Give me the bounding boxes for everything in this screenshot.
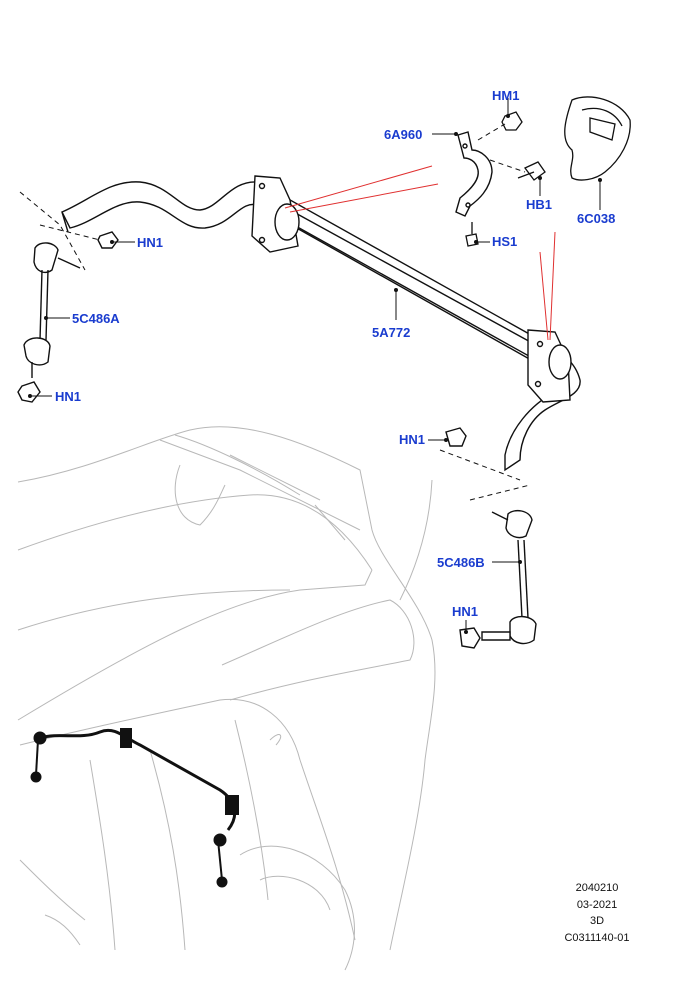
- left-bushing-bracket: [251, 175, 300, 253]
- callout-5a772: 5A772: [372, 325, 411, 340]
- callout-hn1-bottom: HN1: [452, 604, 479, 619]
- callout-hs1: HS1: [492, 234, 518, 249]
- diagram-date: 03-2021: [576, 899, 618, 911]
- callout-5c486a: 5C486A: [72, 311, 120, 326]
- diagram-view: 3D: [589, 915, 605, 927]
- leader-dots: [28, 114, 602, 634]
- clamp-6a960: [455, 131, 493, 217]
- cover-6c038: [564, 96, 631, 181]
- callout-hm1: HM1: [492, 88, 520, 103]
- bolt-hb1: [517, 161, 546, 181]
- callout-hb1: HB1: [526, 197, 553, 212]
- callout-6a960: 6A960: [384, 127, 423, 142]
- callout-5c486b: 5C486B: [437, 555, 485, 570]
- callout-6c038: 6C038: [577, 211, 616, 226]
- stabilizer-bar-5a772: [61, 181, 581, 472]
- nut-hm1: [501, 111, 523, 131]
- diagram-ref: C0311140-01: [564, 932, 630, 944]
- vehicle-outline: [17, 426, 436, 971]
- diagram-code: 2040210: [575, 882, 619, 894]
- callout-hn1-top: HN1: [137, 235, 164, 250]
- vehicle-stabilizer-bar: [30, 728, 239, 888]
- callout-hn1-left: HN1: [55, 389, 82, 404]
- leader-lines: [19, 98, 601, 632]
- guide-lines: [284, 165, 556, 341]
- right-bushing-bracket: [527, 329, 572, 403]
- link-5c486a: [17, 231, 119, 403]
- callout-hn1-mid: HN1: [399, 432, 426, 447]
